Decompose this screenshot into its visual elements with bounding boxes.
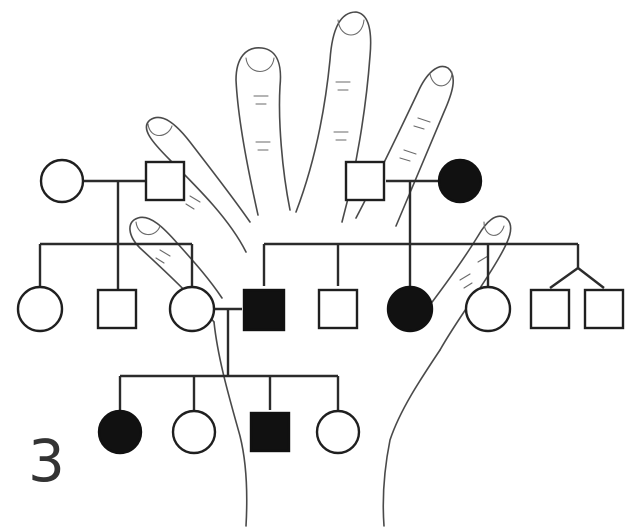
male-unaffected-symbol-twin bbox=[583, 288, 625, 330]
generation-1 bbox=[39, 158, 483, 204]
female-unaffected-symbol bbox=[315, 409, 361, 455]
female-unaffected-symbol bbox=[16, 285, 64, 333]
male-affected-symbol bbox=[242, 288, 286, 332]
pedigree-lines bbox=[38, 179, 605, 410]
hand-illustration bbox=[129, 11, 512, 527]
female-affected-symbol bbox=[386, 285, 434, 333]
female-affected-symbol bbox=[437, 158, 483, 204]
male-unaffected-symbol bbox=[344, 160, 386, 202]
generation-3 bbox=[97, 409, 361, 455]
female-unaffected-symbol bbox=[171, 409, 217, 455]
male-unaffected-symbol bbox=[96, 288, 138, 330]
twin-line-left bbox=[549, 267, 579, 289]
male-unaffected-symbol-twin bbox=[529, 288, 571, 330]
figure-label: 3 bbox=[28, 427, 65, 495]
twin-line-right bbox=[577, 267, 605, 289]
male-unaffected-symbol bbox=[144, 160, 186, 202]
female-affected-symbol bbox=[97, 409, 143, 455]
generation-2 bbox=[16, 285, 625, 333]
female-unaffected-symbol bbox=[39, 158, 85, 204]
male-affected-symbol bbox=[249, 411, 291, 453]
female-unaffected-symbol bbox=[464, 285, 512, 333]
male-unaffected-symbol bbox=[317, 288, 359, 330]
female-unaffected-symbol bbox=[168, 285, 216, 333]
